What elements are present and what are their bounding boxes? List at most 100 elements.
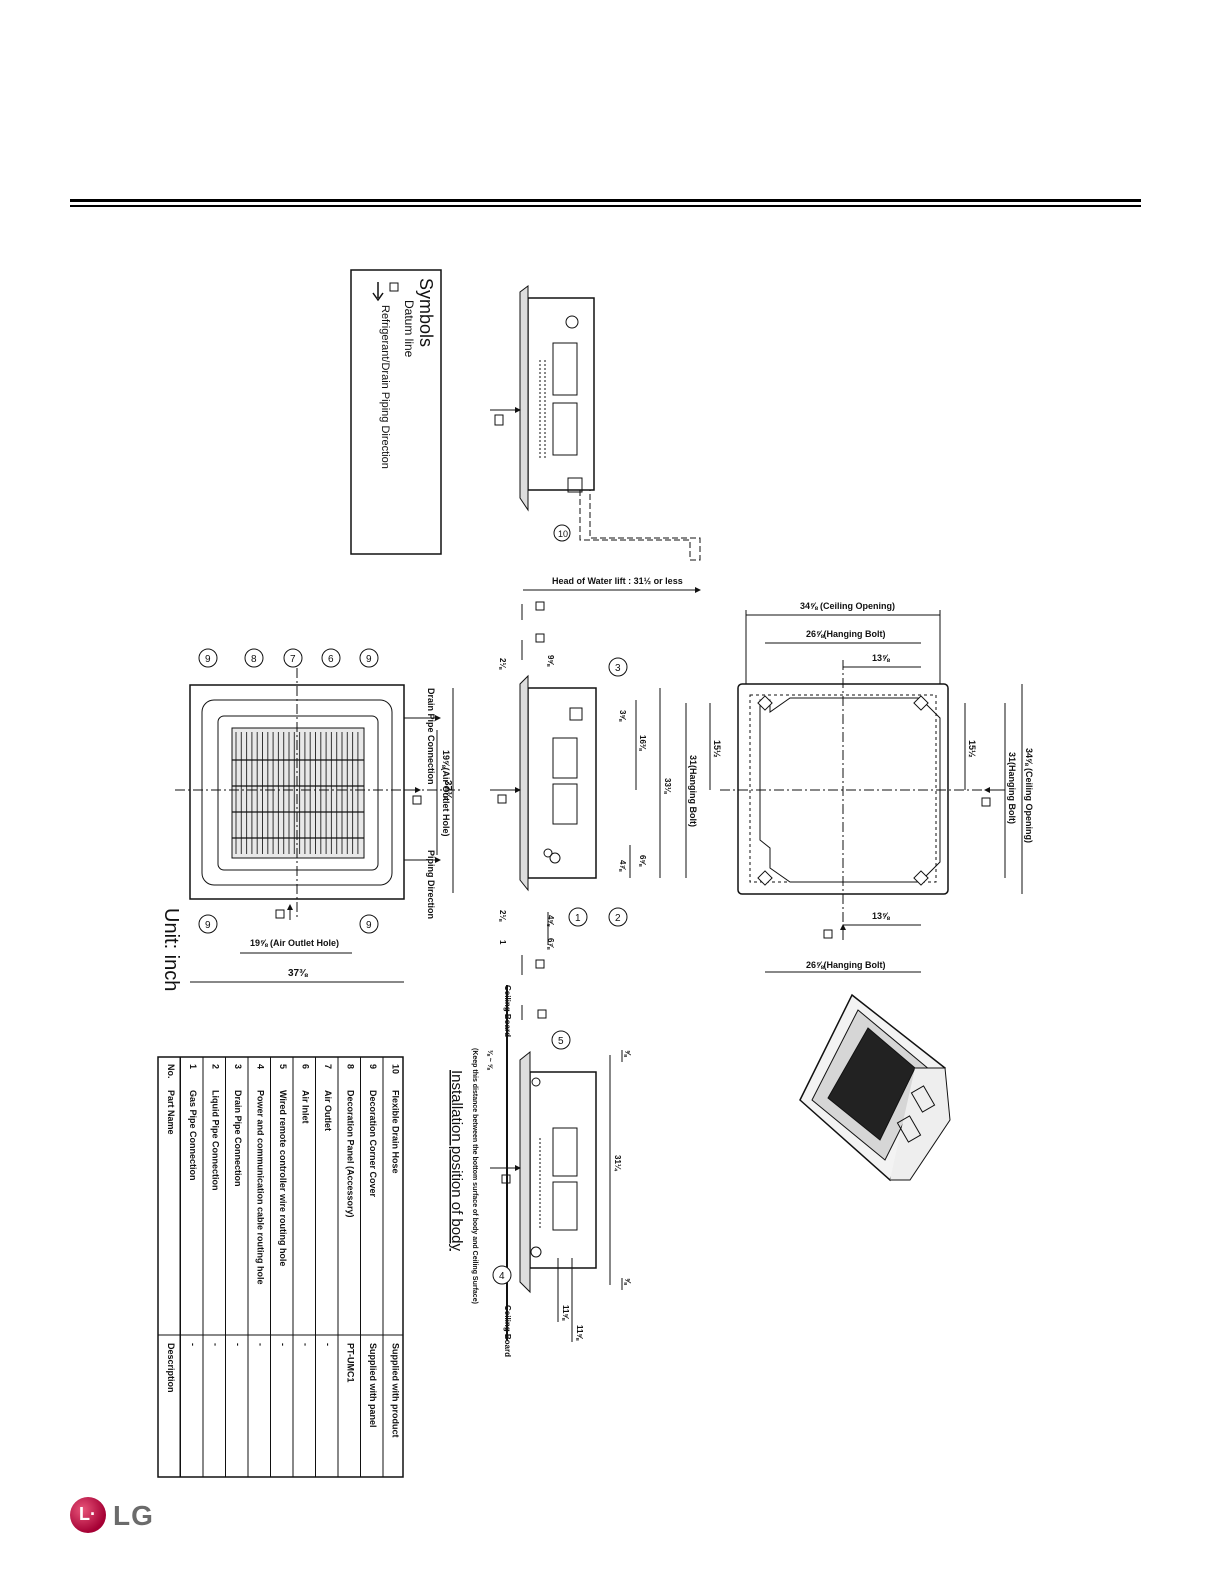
top-dim-4: 33⅛ [663,778,672,795]
front-air-outlet-horizontal: 19⅝ (Air Outlet Hole) [250,938,339,948]
front-callout-0: 9 [205,654,211,665]
ceiling-opening-top: 34⅝ (Ceiling Opening) [800,601,895,611]
top-dim-0: 2⅛ [498,658,507,670]
front-callout-5: 9 [205,920,211,931]
front-callout-1: 8 [251,654,257,665]
table-row-name: Air Outlet [323,1090,333,1131]
table-row-no: 6 [301,1064,311,1069]
table-row-name: Decoration Panel (Accessory) [346,1090,356,1218]
table-row-name: Air Inlet [301,1090,311,1124]
top-dim-8: 2⅛ [498,910,507,922]
table-row-no: 3 [233,1064,243,1069]
top-dim-9: 6⅞ [546,938,555,950]
piping-direction-label: Piping Direction [426,850,436,919]
table-row-no: 8 [346,1064,356,1069]
top-callout-2: 2 [615,913,621,924]
datum-line-label: Datum line [402,300,416,358]
table-row-desc: - [278,1343,288,1346]
installation-position-drawing: Ceiling Board Ceiling Board Installation… [448,985,632,1357]
table-row-no: 1 [188,1064,198,1069]
lg-brand-text: LG [113,1500,154,1531]
installation-note: (Keep this distance between the bottom s… [471,1048,478,1304]
table-row-no: 4 [256,1064,266,1069]
table-row-desc: - [211,1343,221,1346]
direction-label: Refrigerant/Drain Piping Direction [379,305,391,469]
front-air-outlet-vertical: 19⅝(Air Outlet Hole) [441,750,451,837]
ceiling-board-bottom: Ceiling Board [503,1305,512,1357]
half-dim-bottom: 13⅝ [872,911,890,921]
table-row-desc: - [188,1343,198,1346]
water-lift-label: Head of Water lift : 31½ or less [552,576,683,586]
front-dim-horizontal: 37⅜ [288,968,308,979]
install-dim-2: 11⅝ [575,1325,584,1341]
header-rule-thick [70,199,1141,202]
front-callout-6: 9 [366,920,372,931]
table-row-desc: - [301,1343,311,1346]
direction-arrow-icon [372,282,384,302]
front-dim-vertical: 37⅜ [442,780,453,800]
table-row-desc: - [256,1343,266,1346]
table-row-desc: - [233,1343,243,1346]
half-dim-right: 15½ [967,740,977,758]
half-dim-left: 15½ [712,740,722,758]
top-dim-3: 16⅜ [638,735,647,752]
table-row-no: 10 [391,1064,401,1074]
table-row-name: Decoration Corner Cover [368,1090,378,1198]
table-header-no: No. [166,1064,176,1079]
install-dim-0: 31¼ [613,1155,622,1172]
half-dim-top: 13⅝ [872,653,890,663]
table-header-name: Part Name [166,1090,176,1135]
table-header-desc: Description [166,1343,176,1393]
hanging-bolt-left: 31(Hanging Bolt) [688,755,698,827]
install-dim-1: 11⅝ [561,1305,570,1321]
table-row-desc: Supplied with panel [368,1343,378,1428]
top-dim-5: 6⅝ [638,855,647,867]
installation-note-dim: ⅜ ~ ⅝ [486,1050,493,1071]
install-dim-4: ⅝ [623,1278,632,1286]
symbols-legend: Symbols Datum line Refrigerant/Drain Pip… [350,269,442,555]
top-dim-7: 4⅝ [546,915,555,927]
table-row-name: Gas Pipe Connection [188,1090,198,1181]
table-row-name: Liquid Pipe Connection [211,1090,221,1191]
side-view-drawing: Head of Water lift : 31½ or less 10 [490,285,701,620]
air-inlet-grille [232,732,364,854]
table-row-desc: Supplied with product [391,1343,401,1438]
table-row-no: 2 [211,1064,221,1069]
ceiling-opening-right: 34⅝ (Ceiling Opening) [1024,748,1034,843]
front-callout-3: 6 [328,654,334,665]
top-callout-1: 1 [575,913,581,924]
install-callout-1: 4 [499,1271,505,1282]
front-callout-4: 9 [366,654,372,665]
lg-logo: L· LG [70,1497,160,1537]
isometric-unit-view [799,993,951,1182]
top-callout-0: 3 [615,663,621,674]
table-row-name: Drain Pipe Connection [233,1090,243,1187]
datum-line-symbol [389,282,399,292]
top-dim-1: 9⅝ [546,655,555,667]
table-row-name: Power and communication cable routing ho… [256,1090,266,1285]
callout-10: 10 [558,529,568,539]
header-rule-thin [70,205,1141,207]
install-dim-3: ⅝ [623,1050,632,1058]
table-row-no: 9 [368,1064,378,1069]
front-callout-2: 7 [290,654,296,665]
table-row-desc: PT-UMC1 [346,1343,356,1383]
table-row-desc: - [323,1343,333,1346]
installation-title: Installation position of body [448,1070,465,1251]
top-dim-2: 3⅝ [618,710,627,722]
ceiling-board-top: Ceiling Board [503,985,512,1037]
ceiling-opening-drawing: 34⅝ (Ceiling Opening) 26⅝(Hanging Bolt) … [685,601,1034,973]
hanging-bolt-right: 31(Hanging Bolt) [1007,752,1017,824]
drain-pipe-label: Drain Pipe Connection [426,688,436,785]
symbols-title: Symbols [416,278,436,347]
table-row-name: Flexible Drain Hose [391,1090,401,1174]
front-view-drawing: 9 8 7 6 9 9 9 37⅜ 19⅝(Air Outlet Hole) Drain P… [160,648,460,991]
unit-label: Unit: inch [160,908,182,991]
table-row-no: 5 [278,1064,288,1069]
install-callout-0: 5 [558,1036,564,1047]
hanging-bolt-bottom: 26⅝(Hanging Bolt) [806,960,886,970]
top-dim-10: 1 [498,940,507,945]
